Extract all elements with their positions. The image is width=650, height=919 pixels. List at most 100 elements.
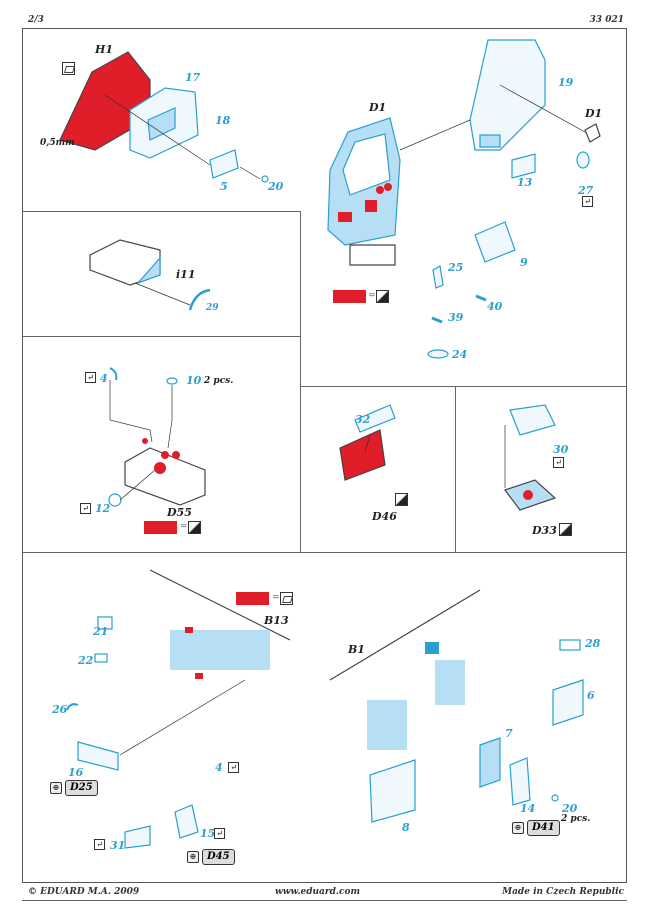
part-label-27: 27 — [578, 184, 594, 197]
d46-title: D46 — [372, 510, 397, 523]
part-label-7: 7 — [505, 727, 513, 740]
part-40 — [475, 294, 487, 302]
divider — [22, 211, 301, 212]
thickness-label: 0,5mm — [40, 138, 75, 148]
divider — [22, 552, 627, 553]
check-icon: ↵ — [228, 762, 239, 773]
part-label-18: 18 — [215, 114, 231, 127]
part-label-10: 10 — [186, 374, 202, 387]
website: www.eduard.com — [275, 887, 361, 897]
part-30 — [509, 404, 556, 436]
part-13 — [511, 153, 536, 179]
part-label-40: 40 — [487, 300, 503, 313]
copyright: © EDUARD M.A. 2009 — [28, 887, 140, 897]
h1-title: H1 — [95, 43, 114, 56]
equals-sign: = — [368, 291, 376, 301]
part-16 — [77, 741, 119, 771]
part-28 — [559, 639, 581, 651]
part-label-28: 28 — [585, 637, 601, 650]
part-label-13: 13 — [517, 176, 533, 189]
part-7 — [479, 737, 501, 788]
reference-tag: D45 — [202, 849, 235, 865]
reference-icon: ⊕ — [512, 822, 524, 834]
part-label-17: 17 — [185, 71, 201, 84]
part-label-6: 6 — [587, 689, 595, 702]
b1-title: B1 — [348, 643, 365, 656]
part-5 — [209, 149, 239, 179]
check-icon: ↵ — [94, 839, 105, 850]
reference-tag: D41 — [527, 820, 560, 836]
part-14 — [509, 757, 531, 806]
paint-icon — [395, 493, 408, 506]
b1-fills — [367, 700, 407, 750]
equals-sign: = — [272, 593, 280, 603]
paper-icon — [62, 62, 75, 75]
part-label-39: 39 — [448, 311, 464, 324]
origin: Made in Czech Republic — [502, 887, 624, 897]
part-20 — [261, 175, 269, 183]
qty-note: 2 pcs. — [204, 376, 234, 386]
part-label-14: 14 — [520, 802, 536, 815]
part-15 — [174, 804, 199, 839]
part-label-30: 30 — [553, 443, 569, 456]
part-label-24: 24 — [452, 348, 468, 361]
kit-number: 33 021 — [589, 15, 624, 25]
part-12 — [108, 493, 122, 507]
divider — [300, 386, 627, 387]
part-20 — [551, 794, 559, 802]
check-icon: ↵ — [85, 372, 96, 383]
b13-fills — [170, 630, 270, 670]
reference-d25: ⊕ D25 — [50, 780, 98, 796]
part-label-21: 21 — [93, 625, 109, 638]
check-icon: ↵ — [582, 196, 593, 207]
d55-part — [124, 447, 206, 506]
page-number: 2/3 — [28, 15, 44, 25]
part-21 — [97, 616, 113, 630]
part-label-8: 8 — [402, 821, 410, 834]
part-label-22: 22 — [78, 654, 94, 667]
part-label-19: 19 — [558, 76, 574, 89]
part-27 — [576, 151, 590, 169]
part-label-31: 31 — [110, 839, 126, 852]
h1-red-panel — [59, 51, 151, 151]
part-label-4: 4 — [100, 372, 108, 385]
part-26 — [66, 703, 79, 711]
part-label-4: 4 — [215, 761, 223, 774]
check-icon: ↵ — [214, 828, 225, 839]
part-39 — [431, 316, 443, 324]
part-label-5: 5 — [220, 180, 228, 193]
red-paint-swatch — [333, 290, 366, 303]
footer-rule — [22, 900, 627, 901]
part-19 — [469, 39, 546, 151]
check-icon: ↵ — [80, 503, 91, 514]
part-25 — [432, 265, 444, 289]
d33-title: D33 — [532, 524, 557, 537]
i11-title: i11 — [176, 268, 196, 281]
part-label-9: 9 — [520, 256, 528, 269]
part-label-15: 15 — [200, 827, 216, 840]
qty-note: 2 pcs. — [561, 814, 591, 824]
part-4 — [109, 367, 118, 381]
part-label-26: 26 — [52, 703, 68, 716]
part-31 — [124, 825, 151, 849]
part-10 — [166, 377, 178, 385]
divider — [455, 386, 456, 552]
part-label-29: 29 — [206, 303, 219, 313]
paint-icon — [376, 290, 389, 303]
part-label-25: 25 — [448, 261, 464, 274]
reference-d41: ⊕ D41 — [512, 820, 560, 836]
b13-title: B13 — [264, 614, 289, 627]
d1-subtitle: D1 — [585, 107, 603, 120]
paint-icon — [188, 521, 201, 534]
divider — [22, 336, 301, 337]
part-32 — [354, 404, 396, 433]
part-label-20: 20 — [562, 802, 578, 815]
part-8 — [369, 759, 416, 823]
part-22 — [94, 653, 108, 663]
check-icon: ↵ — [553, 457, 564, 468]
reference-icon: ⊕ — [187, 851, 199, 863]
paper-icon — [280, 592, 293, 605]
part-24 — [427, 349, 449, 359]
reference-icon: ⊕ — [50, 782, 62, 794]
